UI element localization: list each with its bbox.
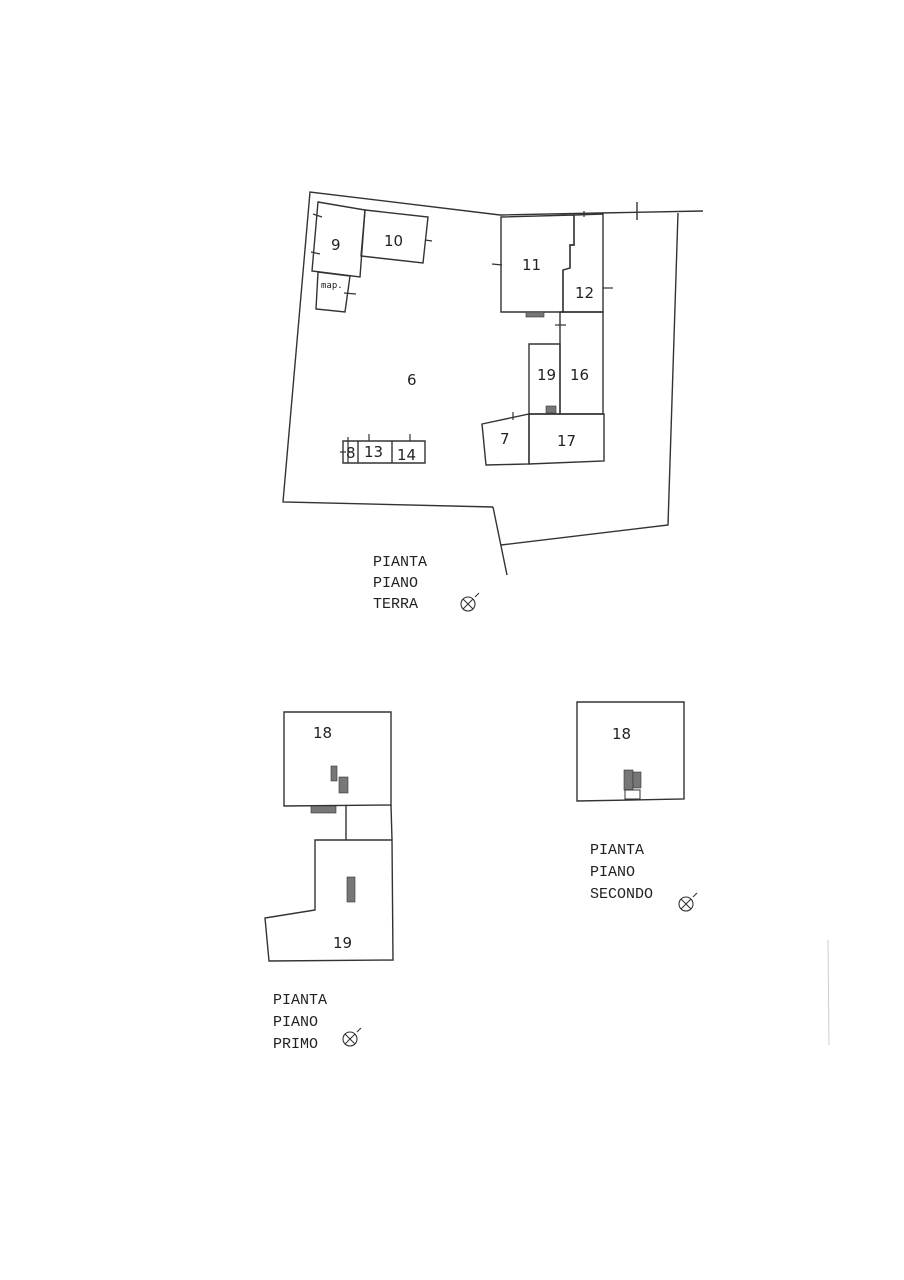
- room-18-second: [576, 701, 685, 802]
- room-17: [528, 413, 605, 465]
- room-label-18: 18: [612, 725, 631, 743]
- site-boundary: [282, 191, 704, 508]
- stair-icon: [330, 765, 338, 782]
- caption-line: SECONDO: [590, 886, 653, 903]
- scan-artifact: [827, 939, 830, 1046]
- first-floor-plan: 18 19 PIANTA PIANO PRIMO: [264, 711, 394, 1053]
- room-label-6: 6: [407, 371, 417, 389]
- caption-line: PIANTA: [590, 842, 644, 859]
- room-label-10: 10: [384, 232, 403, 250]
- caption-line: PIANO: [273, 1014, 318, 1031]
- site-boundary-stub: [492, 506, 508, 576]
- stair-icon: [525, 311, 545, 318]
- door-ticks: [310, 211, 613, 463]
- room-16: [559, 311, 604, 415]
- stair-icon: [310, 805, 337, 814]
- stair-icon: [338, 776, 349, 794]
- room-label-18: 18: [313, 724, 332, 742]
- room-label-19: 19: [537, 366, 556, 384]
- room-label-11: 11: [522, 256, 541, 274]
- caption-line: PIANO: [590, 864, 635, 881]
- room-12: [562, 213, 604, 313]
- rooms-8-13-14: [342, 440, 426, 464]
- caption-line: PRIMO: [273, 1036, 318, 1053]
- ground-floor-plan: 9 10 map. 11 12 6 19 16 7 17 8 13 14 PIA…: [282, 191, 704, 613]
- room-label-17: 17: [557, 432, 576, 450]
- room-label-16: 16: [570, 366, 589, 384]
- stair-icon: [545, 405, 557, 414]
- room-label-7: 7: [500, 430, 510, 448]
- caption-line: PIANO: [373, 575, 418, 592]
- caption-line: PIANTA: [373, 554, 427, 571]
- stair-icon: [632, 771, 642, 789]
- site-boundary-right: [500, 212, 679, 546]
- room-18-first: [283, 711, 392, 807]
- room-label-13: 13: [364, 443, 383, 461]
- stair-landing: [624, 789, 641, 800]
- room-label-map: map.: [321, 281, 343, 291]
- room-label-19: 19: [333, 934, 352, 952]
- stair-icon: [346, 876, 356, 903]
- room-10: [360, 209, 429, 264]
- room-label-12: 12: [575, 284, 594, 302]
- room-map: [315, 271, 351, 313]
- stair-icon: [623, 769, 634, 791]
- room-label-9: 9: [331, 236, 341, 254]
- second-floor-plan: 18 PIANTA PIANO SECONDO: [576, 701, 698, 912]
- room-label-8: 8: [346, 444, 356, 462]
- compass-north-icon: [678, 892, 698, 912]
- caption-line: TERRA: [373, 596, 418, 613]
- room-label-14: 14: [397, 446, 416, 464]
- caption-line: PIANTA: [273, 992, 327, 1009]
- compass-north-icon: [460, 592, 480, 612]
- room-9: [311, 201, 366, 278]
- room-19-first: [264, 839, 394, 962]
- compass-north-icon: [342, 1027, 362, 1047]
- corridor-wall: [390, 804, 393, 841]
